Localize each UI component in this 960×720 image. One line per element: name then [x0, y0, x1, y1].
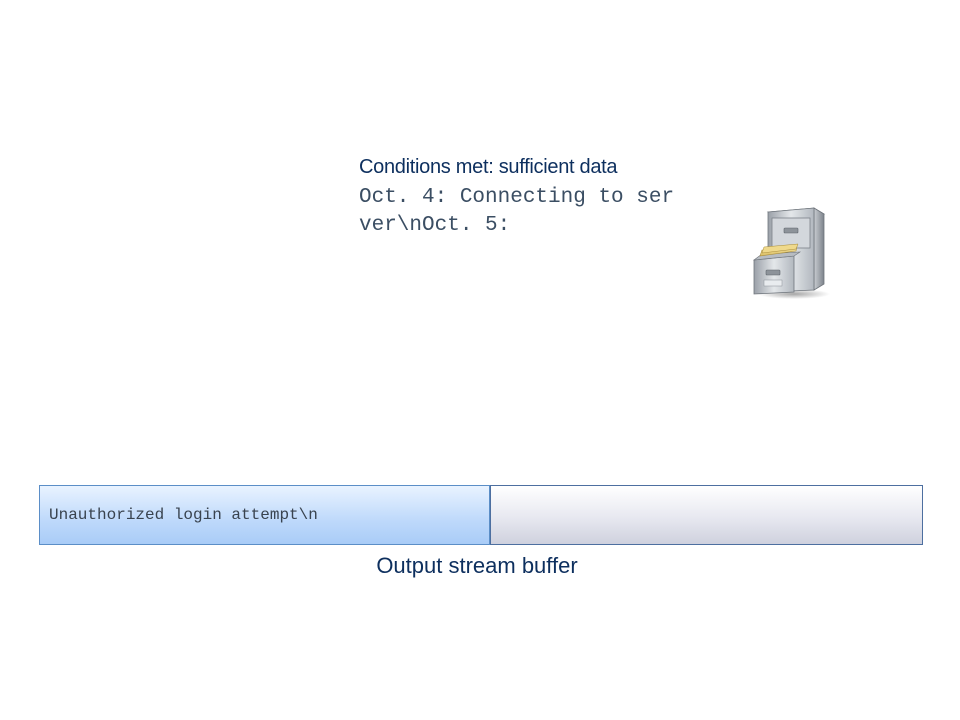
file-cabinet-icon: [752, 207, 830, 299]
output-stream-buffer: Unauthorized login attempt\n: [39, 485, 923, 545]
buffer-caption: Output stream buffer: [376, 553, 578, 578]
log-text: Oct. 4: Connecting to server\nOct. 5:: [359, 186, 675, 237]
buffer-content: Unauthorized login attempt\n: [49, 506, 318, 524]
buffer-filled-segment: Unauthorized login attempt\n: [39, 485, 490, 545]
buffer-empty-segment: [490, 485, 923, 545]
condition-title: Conditions met: sufficient data: [359, 156, 618, 178]
